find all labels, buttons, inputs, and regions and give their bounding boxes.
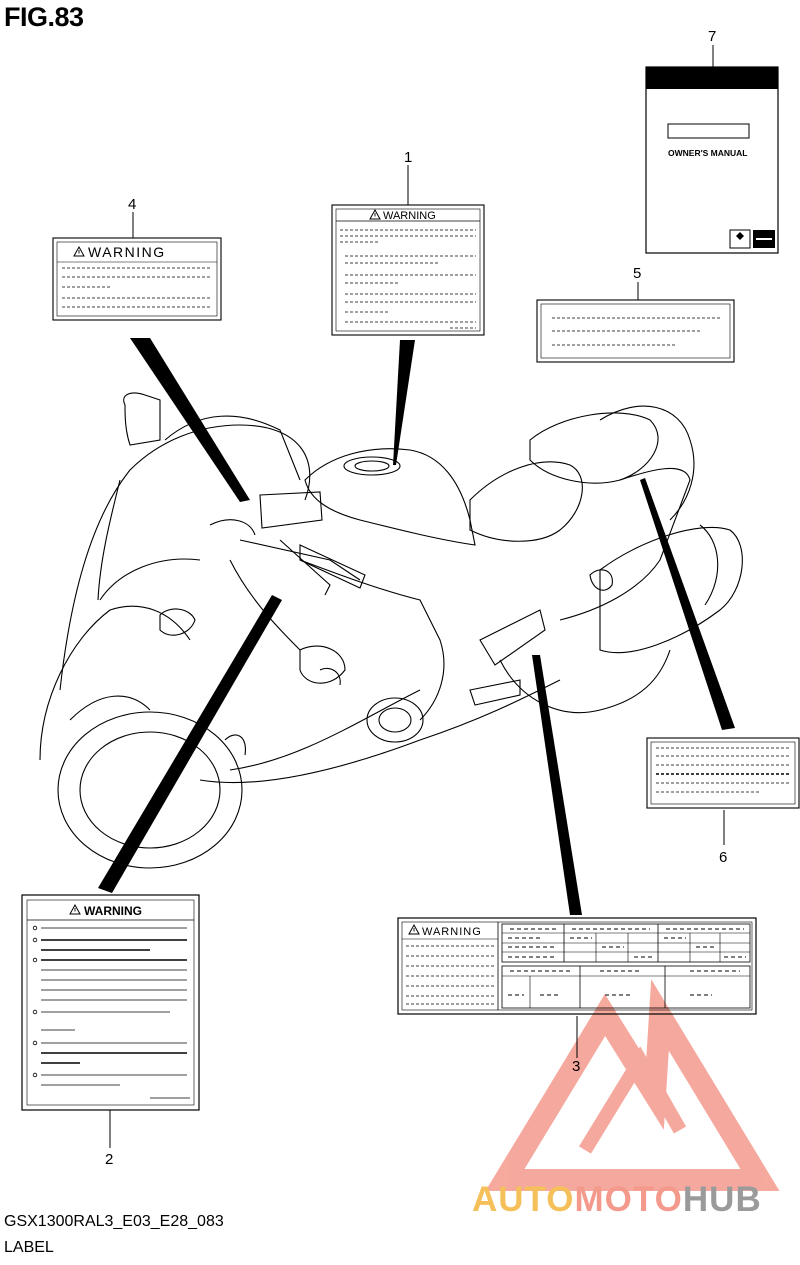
callout-2: 2: [105, 1151, 113, 1168]
leader-lines: [98, 338, 735, 915]
label-1-warning-text: WARNING: [383, 210, 436, 222]
label-2-warning-text: WARNING: [84, 904, 142, 918]
label-5: [536, 299, 735, 363]
leader-2: [98, 595, 282, 893]
model-code: GSX1300RAL3_E03_E28_083: [4, 1213, 224, 1230]
watermark-logo: [485, 979, 780, 1191]
label-2-warning: [21, 894, 200, 1111]
watermark-brand: AUTOMOTOHUB: [472, 1180, 762, 1220]
callout-3: 3: [572, 1058, 580, 1075]
label-1-warning: [331, 204, 485, 336]
leader-6: [640, 478, 735, 730]
callout-4: 4: [128, 196, 136, 213]
callout-6: 6: [719, 849, 727, 866]
front-wheel: [57, 711, 243, 869]
figure-title: FIG.83: [4, 2, 84, 32]
watermark-brand-part2: MOTO: [574, 1180, 683, 1219]
label-6: [646, 737, 800, 809]
label-3-warning-text: WARNING: [422, 926, 482, 938]
owners-manual-7: [645, 66, 779, 254]
callout-5: 5: [633, 265, 641, 282]
section-name: LABEL: [4, 1239, 54, 1256]
label-4-warning: [52, 237, 222, 321]
watermark-brand-part3: HUB: [682, 1180, 762, 1219]
leader-4: [130, 338, 250, 502]
watermark-brand-part1: AUTO: [472, 1180, 575, 1219]
label-3-warning: [397, 917, 757, 1015]
leader-1: [393, 340, 415, 465]
callout-1: 1: [404, 149, 412, 166]
label-4-warning-text: WARNING: [88, 244, 166, 260]
callout-7: 7: [708, 28, 716, 45]
motorcycle-outline: [39, 392, 743, 869]
manual-title-text: OWNER'S MANUAL: [668, 148, 747, 158]
leader-3: [532, 655, 582, 915]
